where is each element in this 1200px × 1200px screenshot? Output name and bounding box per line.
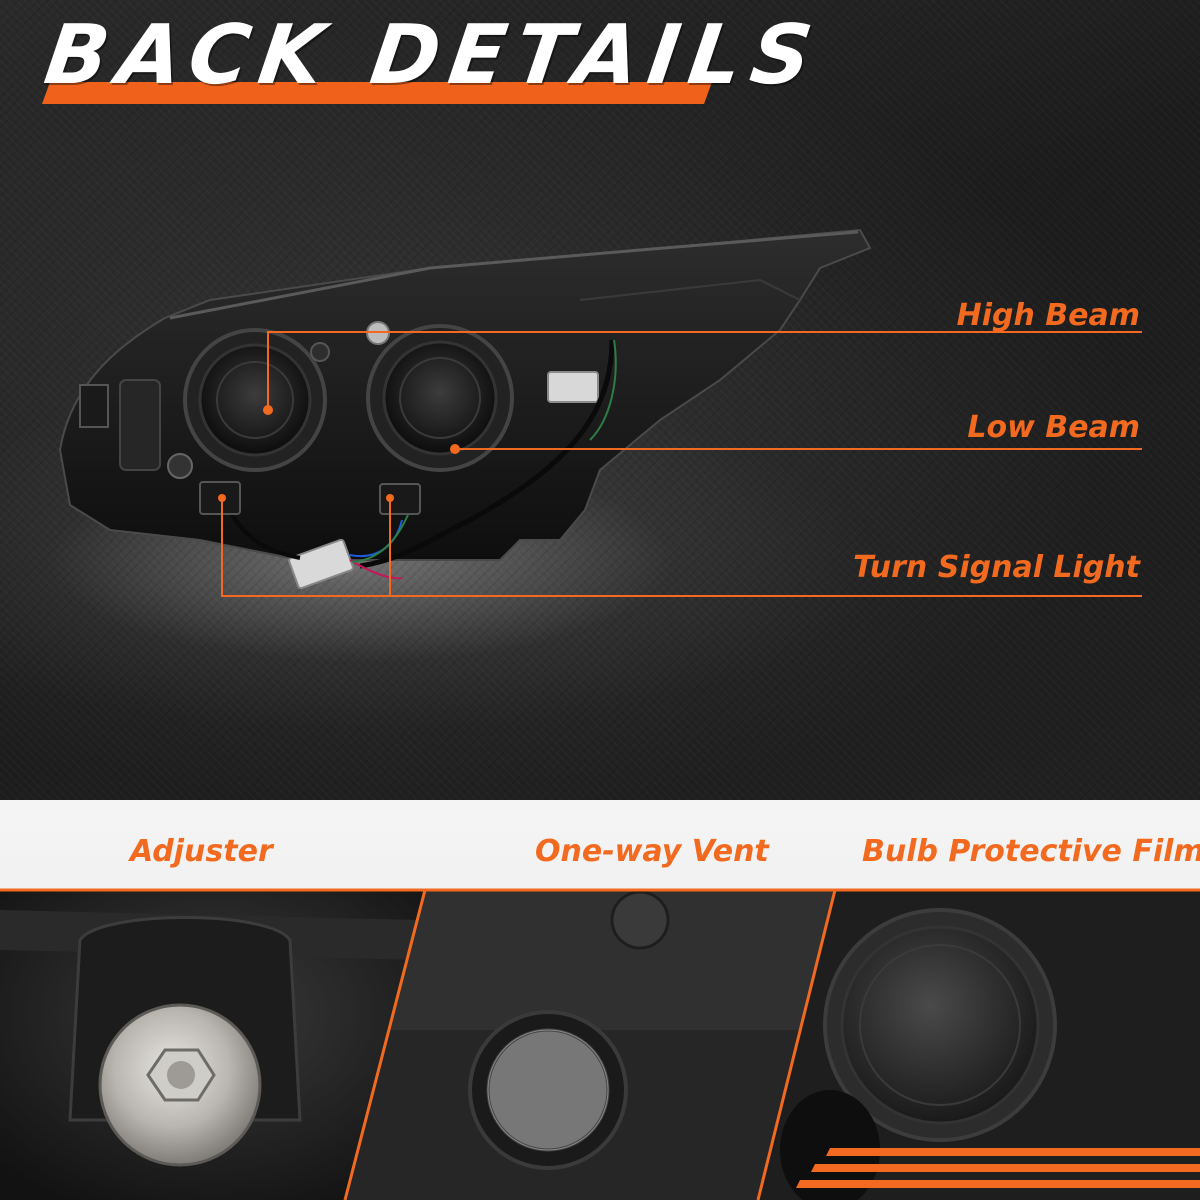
detail-label-adjuster: Adjuster xyxy=(130,834,273,869)
vent-photo xyxy=(345,890,835,1200)
detail-label-film: Bulb Protective Film xyxy=(862,834,1200,869)
callout-low-beam: Low Beam xyxy=(967,410,1140,445)
callout-high-beam: High Beam xyxy=(956,298,1140,333)
callout-dots xyxy=(218,405,460,502)
headlight-back-image xyxy=(58,228,1142,597)
decorative-stripes xyxy=(796,1148,1200,1188)
hero-section: BACK DETAILS xyxy=(0,0,1200,800)
detail-images xyxy=(0,888,1200,1200)
detail-label-vent: One-way Vent xyxy=(535,834,769,869)
callout-turn-signal: Turn Signal Light xyxy=(853,550,1140,585)
adjuster-photo xyxy=(0,890,425,1200)
details-section: Adjuster One-way Vent Bulb Protective Fi… xyxy=(0,800,1200,1200)
panel-dividers xyxy=(0,888,1200,1200)
callout-lines xyxy=(221,331,1142,597)
